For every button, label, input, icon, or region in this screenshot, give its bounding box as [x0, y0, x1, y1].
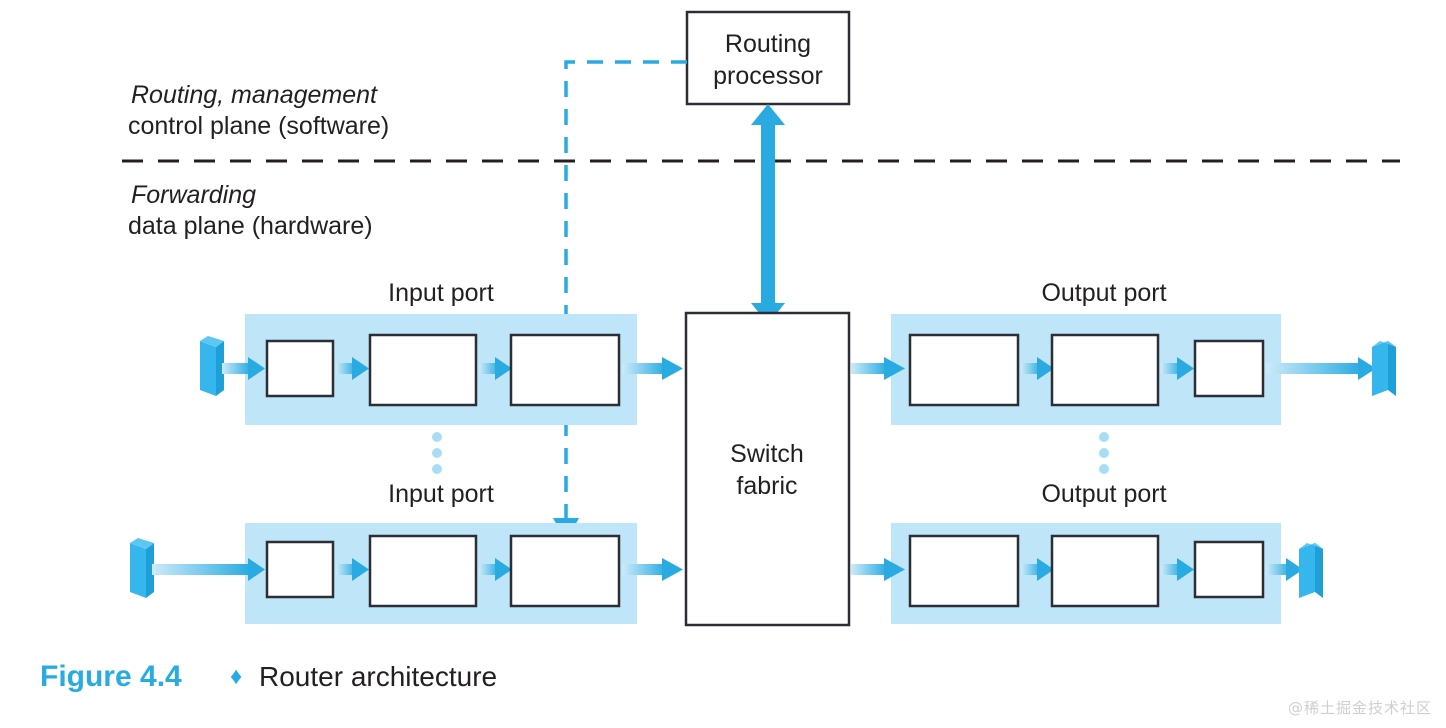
input-port-2-stage-2[interactable] [368, 534, 478, 608]
switch-fabric-label-line1: Switch [730, 440, 804, 468]
caption-diamond-icon: ♦ [230, 663, 242, 690]
input-port-1-stage-3[interactable] [509, 333, 621, 407]
control-plane-emphasis: Routing, management [131, 81, 378, 109]
output-port-1-label: Output port [1041, 279, 1166, 307]
link-arrowhead-up [751, 104, 785, 125]
output-port-1-outbound-arrow [1266, 357, 1376, 380]
input-port-2-stage-1[interactable] [265, 540, 335, 599]
output-port-2-arrow-1 [1021, 558, 1054, 581]
input-port-2-inbound-arrow [152, 558, 265, 581]
output-port-1-arrow-1 [1021, 357, 1054, 380]
output-port-1-stage-2[interactable] [1050, 333, 1160, 407]
input-port-2-arrow-2 [479, 558, 512, 581]
output-port-2-label: Output port [1041, 480, 1166, 508]
routing-processor-label-line1: Routing [725, 30, 811, 58]
output-port-2-arrow-2 [1161, 558, 1194, 581]
input-port-ellipsis [432, 432, 442, 474]
output-port-1-arrow-2 [1161, 357, 1194, 380]
input-port-1-stage-1[interactable] [265, 339, 335, 398]
control-path-to-input-port-1 [564, 60, 687, 336]
input-port-1-to-fabric-arrow [622, 357, 683, 380]
data-plane-detail: data plane (hardware) [128, 212, 373, 240]
switch-fabric-label-line2: fabric [736, 472, 797, 500]
output-port-2[interactable] [851, 523, 1323, 624]
switch-fabric-node[interactable]: Switch fabric [684, 311, 851, 627]
input-port-1-inbound-arrow [222, 357, 265, 380]
input-port-1-external-link-icon [200, 336, 224, 396]
input-port-1-label: Input port [388, 279, 494, 307]
output-port-1[interactable] [851, 314, 1396, 425]
input-port-1-stage-2[interactable] [368, 333, 478, 407]
output-port-1-from-fabric-arrow [851, 357, 905, 380]
output-port-2-stage-2[interactable] [1050, 534, 1160, 608]
data-plane-emphasis: Forwarding [131, 181, 256, 209]
data-plane-annotation: Forwarding data plane (hardware) [128, 181, 373, 240]
caption-title: Router architecture [259, 661, 497, 692]
input-port-2-to-fabric-arrow [622, 558, 683, 581]
output-port-2-outbound-arrow [1266, 558, 1303, 581]
control-path-dashed [553, 60, 687, 542]
input-port-2-stage-3[interactable] [509, 534, 621, 608]
input-port-2-external-link-icon [130, 538, 154, 598]
control-plane-detail: control plane (software) [128, 112, 389, 140]
output-port-ellipsis [1099, 432, 1109, 474]
caption-figure-number: Figure 4.4 [40, 660, 182, 693]
output-port-2-from-fabric-arrow [851, 558, 905, 581]
processor-fabric-link-arrow [751, 104, 785, 324]
output-port-2-stage-1[interactable] [908, 534, 1020, 608]
routing-processor-node[interactable]: Routing processor [685, 10, 851, 106]
input-port-1-arrow-2 [479, 357, 512, 380]
watermark-text: @稀土掘金技术社区 [1287, 699, 1432, 717]
output-port-2-stage-3[interactable] [1193, 540, 1265, 599]
input-port-2-arrow-1 [336, 558, 369, 581]
input-port-2[interactable] [130, 523, 683, 624]
figure-caption: Figure 4.4 ♦ Router architecture [40, 660, 497, 693]
control-plane-annotation: Routing, management control plane (softw… [128, 81, 389, 140]
output-port-1-external-link-icon [1372, 341, 1396, 396]
output-port-2-external-link-icon [1299, 543, 1323, 598]
input-port-2-label: Input port [388, 480, 494, 508]
output-port-1-stage-3[interactable] [1193, 339, 1265, 398]
input-port-1[interactable] [200, 314, 683, 425]
output-port-1-stage-1[interactable] [908, 333, 1020, 407]
routing-processor-label-line2: processor [713, 62, 823, 90]
input-port-1-arrow-1 [336, 357, 369, 380]
